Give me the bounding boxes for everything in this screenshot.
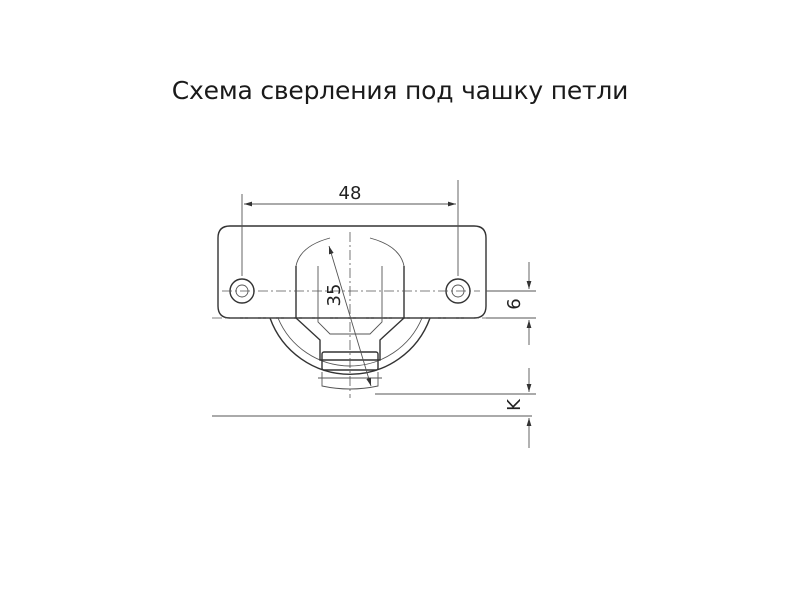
mounting-plate (217, 225, 487, 319)
dim-48-label: 48 (339, 183, 362, 204)
dim-k-label: K (504, 398, 525, 411)
page-title: Схема сверления под чашку петли (171, 76, 629, 105)
cup-arc-upper-right (369, 237, 405, 267)
dim-35-line (328, 245, 372, 387)
cup-arc-upper (295, 237, 331, 267)
dim-6-label: 6 (504, 298, 525, 309)
dim-35-label: 35 (324, 284, 345, 307)
